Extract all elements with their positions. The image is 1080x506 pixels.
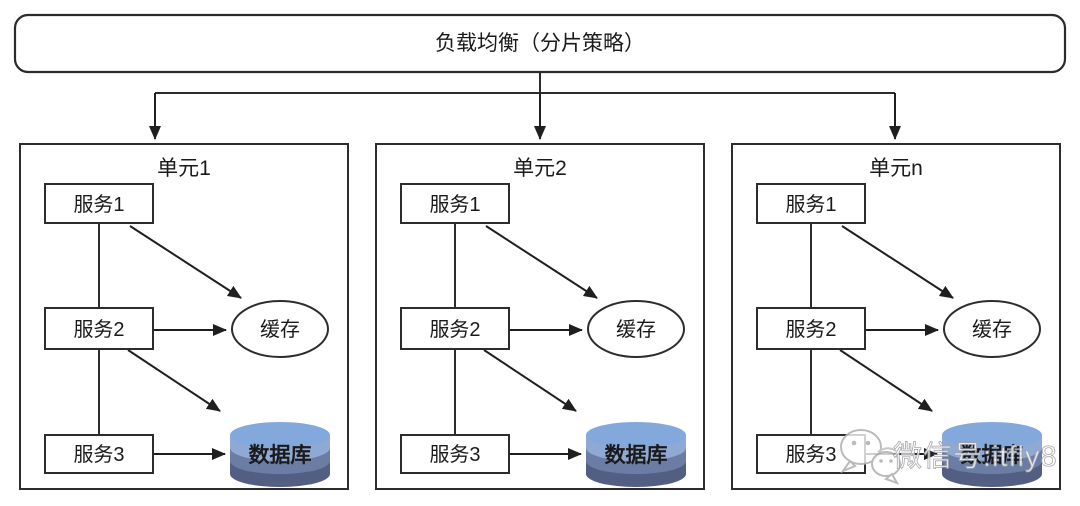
watermark: 微信号:itfly8 (840, 429, 1058, 485)
service-1-box (756, 183, 866, 224)
service-3-label: 服务3 (429, 443, 480, 466)
service-3-box (44, 434, 154, 474)
service-2-label: 服务2 (785, 318, 836, 341)
unit-title: 单元1 (157, 157, 211, 180)
cache-label: 缓存 (972, 318, 1012, 341)
database-cylinder: 数据库 (586, 422, 686, 487)
service-1-box (400, 183, 510, 224)
service-1-label: 服务1 (785, 193, 836, 216)
service-3-label: 服务3 (73, 443, 124, 466)
unit-title: 单元2 (513, 157, 567, 180)
database-cylinder: 数据库 (230, 422, 330, 487)
arrow-service2-database (483, 349, 577, 412)
database-label: 数据库 (961, 443, 1024, 467)
service-1-box (44, 183, 154, 224)
service-3-label: 服务3 (785, 443, 836, 466)
cylinder-top (586, 422, 686, 448)
cache-label: 缓存 (260, 318, 300, 341)
unit-n: 单元n 服务1 服务2 服务3 缓存 数据库 (731, 143, 1061, 490)
arrow-service1-cache (129, 225, 242, 299)
load-balancer-label: 负载均衡（分片策略） (435, 32, 645, 55)
database-cylinder: 数据库 (942, 422, 1042, 487)
service-2-box (44, 307, 154, 350)
service-1-label: 服务1 (429, 193, 480, 216)
cache-ellipse (943, 300, 1041, 358)
service-1-label: 服务1 (73, 193, 124, 216)
unit-1: 单元1 服务1 服务2 服务3 缓存 数据库 (19, 143, 349, 490)
service-2-box (400, 307, 510, 350)
arrow-service1-cache (485, 225, 598, 299)
service-3-box (400, 434, 510, 474)
database-label: 数据库 (605, 443, 668, 467)
cache-label: 缓存 (616, 318, 656, 341)
cache-ellipse (587, 300, 685, 358)
load-balancer-node: 负载均衡（分片策略） (13, 13, 1067, 74)
database-label: 数据库 (249, 443, 312, 467)
cache-ellipse (231, 300, 329, 358)
unit-2: 单元2 服务1 服务2 服务3 缓存 数据库 (375, 143, 705, 490)
service-2-label: 服务2 (429, 318, 480, 341)
service-2-box (756, 307, 866, 350)
branch-connectors (149, 72, 901, 140)
service-2-label: 服务2 (73, 318, 124, 341)
cylinder-top (230, 422, 330, 448)
arrow-service1-cache (841, 225, 954, 299)
arrow-service2-database (127, 349, 221, 412)
wechat-icon (840, 429, 901, 485)
unit-title: 单元n (869, 157, 923, 180)
arrow-service2-database (839, 349, 933, 412)
watermark-text: 微信号:itfly8 (893, 440, 1058, 473)
cylinder-top (942, 422, 1042, 448)
